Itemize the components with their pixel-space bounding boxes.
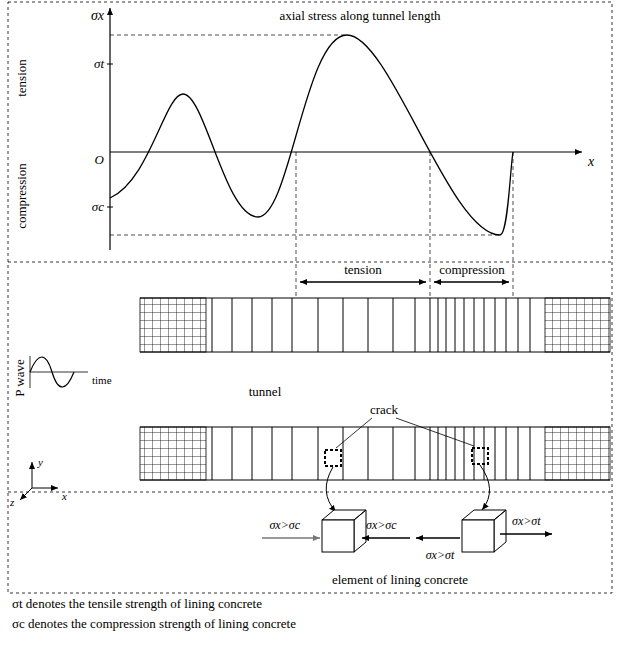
stress-label: σx>σc: [366, 519, 397, 532]
tunnel-label: tunnel: [249, 385, 282, 399]
stress-label: σx>σt: [512, 515, 541, 528]
tick-label: σc: [92, 200, 104, 214]
axis-label: x: [588, 154, 594, 169]
axis-region-label: tension: [15, 59, 29, 97]
axis-label: z: [10, 496, 14, 508]
zone-label: tension: [344, 263, 382, 277]
chart-title: axial stress along tunnel length: [279, 9, 440, 23]
wave-label: P wave: [13, 359, 27, 396]
note-text: σt denotes the tensile strength of linin…: [12, 597, 262, 611]
axis-label: σx: [91, 8, 104, 23]
origin-label: O: [95, 153, 104, 167]
zone-label: compression: [439, 263, 505, 277]
crack-label: crack: [368, 403, 400, 417]
axis-region-label: compression: [15, 163, 29, 229]
tick-label: σt: [94, 57, 104, 71]
note-text: σc denotes the compression strength of l…: [12, 617, 296, 631]
time-label: time: [92, 374, 112, 386]
axis-label: x: [62, 490, 67, 502]
stress-label: σx>σt: [426, 549, 455, 562]
element-caption: element of lining concrete: [332, 573, 468, 587]
axis-label: y: [38, 456, 43, 468]
stress-label: σx>σc: [269, 519, 300, 532]
